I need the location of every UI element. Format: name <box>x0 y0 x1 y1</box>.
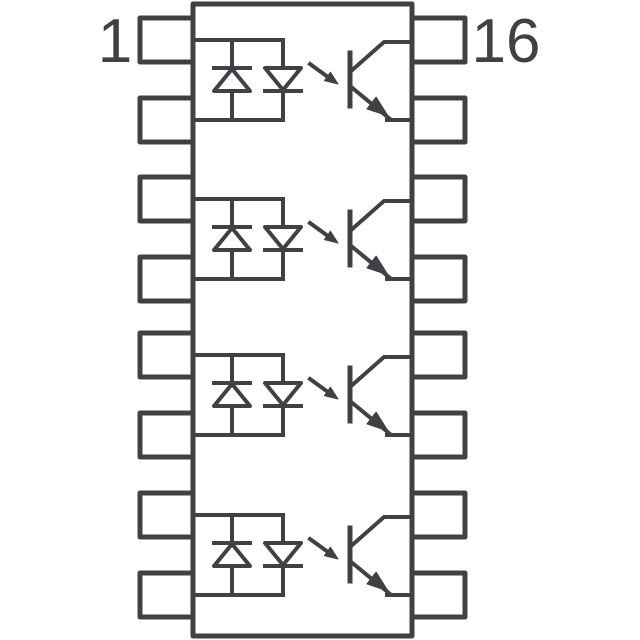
pin-box-left-7 <box>137 490 197 540</box>
transistor-collector <box>348 515 412 549</box>
emitter-arrowhead <box>366 411 389 432</box>
diode-down-triangle <box>263 66 303 92</box>
led-pair <box>191 513 303 597</box>
light-arrow-head <box>323 230 339 244</box>
phototransistor <box>347 355 414 437</box>
pin-1-label: 1 <box>98 7 132 76</box>
light-arrow-head <box>323 546 339 560</box>
phototransistor <box>347 199 414 281</box>
pin-box-right-15 <box>408 95 468 145</box>
pin-box-right-14 <box>408 174 468 224</box>
emitter-arrowhead <box>366 571 389 592</box>
light-arrow <box>307 61 339 85</box>
transistor-collector <box>348 199 412 233</box>
led-pair <box>191 197 303 281</box>
pin-box-right-13 <box>408 254 468 304</box>
optocoupler-channel-1 <box>191 38 414 122</box>
channels-group <box>191 38 414 597</box>
light-arrow-head <box>323 71 339 85</box>
pin-box-left-3 <box>137 174 197 224</box>
pin-box-right-11 <box>408 410 468 460</box>
diode-down-triangle <box>263 225 303 251</box>
pin-box-left-2 <box>137 95 197 145</box>
transistor-collector <box>348 355 412 389</box>
diode-down-triangle <box>263 541 303 567</box>
optocoupler-channel-3 <box>191 353 414 437</box>
light-arrow <box>307 220 339 244</box>
pin-box-right-10 <box>408 490 468 540</box>
emitter-arrowhead <box>366 96 389 117</box>
pin-box-left-6 <box>137 410 197 460</box>
light-arrow-head <box>323 386 339 400</box>
pin-box-left-5 <box>137 330 197 380</box>
pin-16-label: 16 <box>472 7 541 76</box>
pin-box-right-12 <box>408 330 468 380</box>
pin-box-right-9 <box>408 570 468 620</box>
pin-box-right-16 <box>408 15 468 65</box>
phototransistor <box>347 515 414 597</box>
transistor-collector <box>348 40 412 74</box>
light-arrow <box>307 536 339 560</box>
led-pair <box>191 353 303 437</box>
phototransistor <box>347 40 414 122</box>
pin-box-left-8 <box>137 570 197 620</box>
optocoupler-channel-2 <box>191 197 414 281</box>
optocoupler-channel-4 <box>191 513 414 597</box>
pin-box-left-1 <box>137 15 197 65</box>
led-pair <box>191 38 303 122</box>
emitter-arrowhead <box>366 255 389 276</box>
pin-box-left-4 <box>137 254 197 304</box>
diode-down-triangle <box>263 381 303 407</box>
light-arrow <box>307 376 339 400</box>
